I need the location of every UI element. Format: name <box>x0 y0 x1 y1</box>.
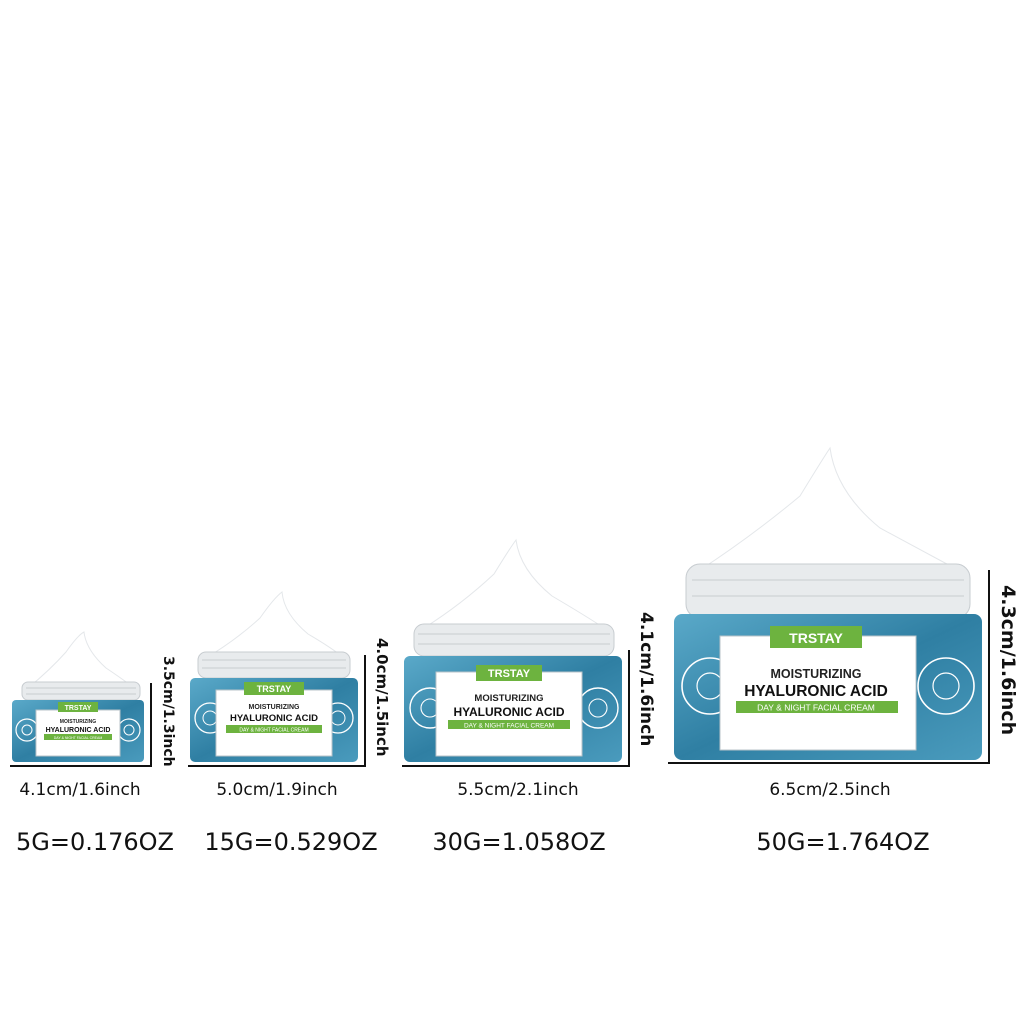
width-label: 4.1cm/1.6inch <box>19 780 141 800</box>
height-label: 3.5cm/1.3inch <box>160 656 176 767</box>
width-dimension-line <box>668 762 990 764</box>
height-label: 4.1cm/1.6inch <box>636 612 656 747</box>
brand-label: TRSTAY <box>65 705 92 712</box>
product-title-line2: HYALURONIC ACID <box>453 705 564 719</box>
product-subtitle: DAY & NIGHT FACIAL CREAM <box>757 703 875 713</box>
height-dimension-line <box>150 683 152 765</box>
product-title-line2: HYALURONIC ACID <box>744 683 888 700</box>
brand-label: TRSTAY <box>789 630 843 646</box>
weight-label: 5G=0.176OZ <box>15 828 174 856</box>
product-jar-5g: TRSTAY MOISTURIZING HYALURONIC ACID DAY … <box>10 630 146 765</box>
height-dimension-line <box>988 570 990 762</box>
cream-jar-icon: TRSTAY MOISTURIZING HYALURONIC ACID DAY … <box>12 631 144 762</box>
brand-label: TRSTAY <box>488 668 531 680</box>
cream-jar-icon: TRSTAY MOISTURIZING HYALURONIC ACID DAY … <box>674 446 982 760</box>
width-dimension-line <box>188 765 366 767</box>
width-label: 5.0cm/1.9inch <box>216 780 338 800</box>
width-dimension-line <box>10 765 152 767</box>
width-label: 6.5cm/2.5inch <box>769 780 891 800</box>
cream-jar-icon: TRSTAY MOISTURIZING HYALURONIC ACID DAY … <box>190 591 358 762</box>
cream-jar-icon: TRSTAY MOISTURIZING HYALURONIC ACID DAY … <box>404 538 622 762</box>
product-jar-50g: TRSTAY MOISTURIZING HYALURONIC ACID DAY … <box>672 446 984 762</box>
weight-label: 30G=1.058OZ <box>432 828 606 856</box>
height-label: 4.0cm/1.5inch <box>373 638 391 757</box>
width-label: 5.5cm/2.1inch <box>457 780 579 800</box>
product-title-line2: HYALURONIC ACID <box>46 727 111 734</box>
product-subtitle: DAY & NIGHT FACIAL CREAM <box>239 728 308 734</box>
width-dimension-line <box>402 765 630 767</box>
height-dimension-line <box>628 650 630 765</box>
height-label: 4.3cm/1.6inch <box>997 585 1019 736</box>
product-subtitle: DAY & NIGHT FACIAL CREAM <box>54 736 103 740</box>
brand-label: TRSTAY <box>257 684 292 694</box>
weight-label: 50G=1.764OZ <box>756 828 930 856</box>
height-dimension-line <box>364 655 366 765</box>
product-title-line2: HYALURONIC ACID <box>230 713 318 724</box>
product-jar-30g: TRSTAY MOISTURIZING HYALURONIC ACID DAY … <box>402 538 624 765</box>
weight-label: 15G=0.529OZ <box>204 828 378 856</box>
product-title-line1: MOISTURIZING <box>474 693 543 704</box>
product-jar-15g: TRSTAY MOISTURIZING HYALURONIC ACID DAY … <box>188 590 360 765</box>
product-title-line1: MOISTURIZING <box>771 667 862 681</box>
product-subtitle: DAY & NIGHT FACIAL CREAM <box>464 723 554 730</box>
product-title-line1: MOISTURIZING <box>60 719 96 725</box>
product-title-line1: MOISTURIZING <box>249 704 300 711</box>
